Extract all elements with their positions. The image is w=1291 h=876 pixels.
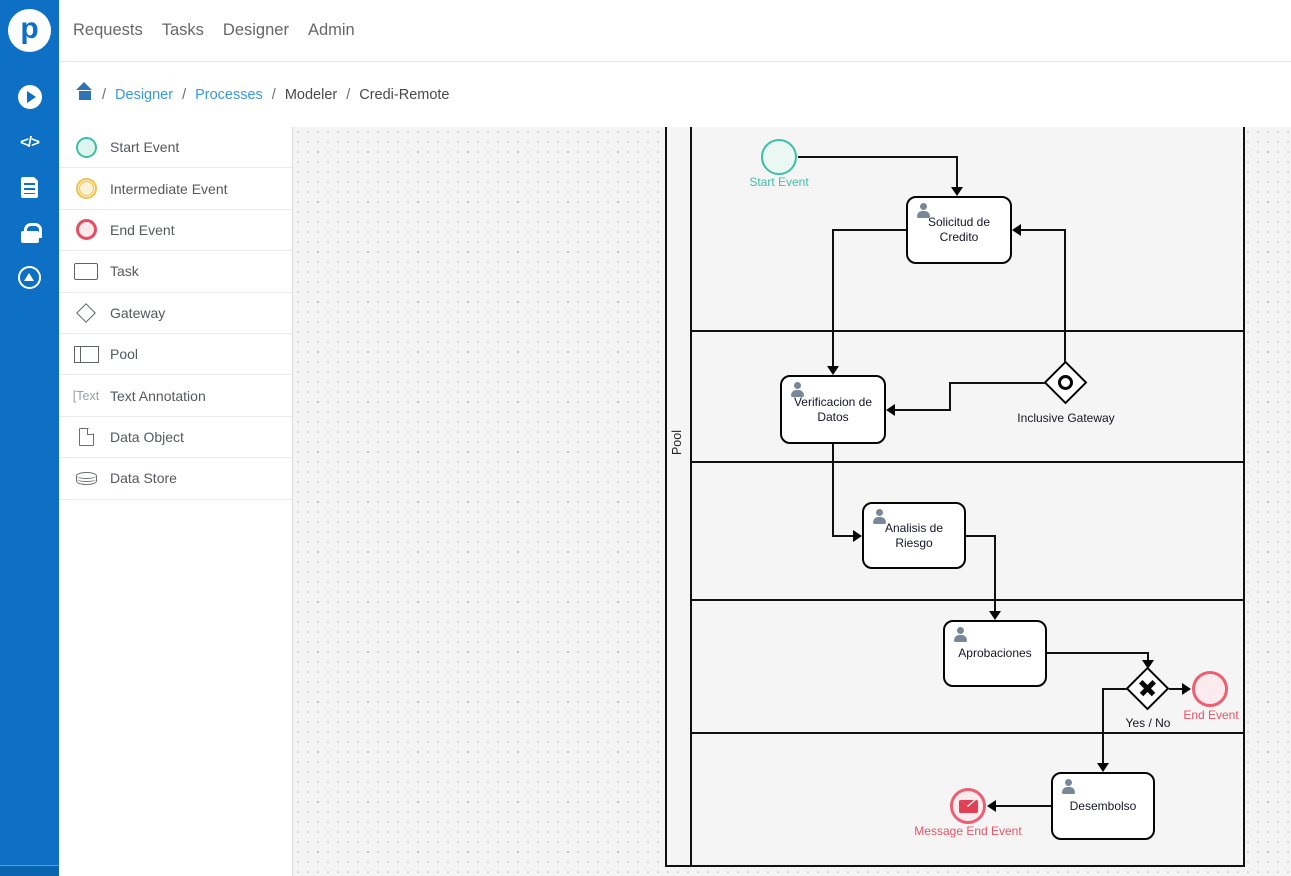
- inclusive-gateway-label: Inclusive Gateway: [1017, 411, 1115, 425]
- pool-label-band-divider: [690, 127, 692, 867]
- end-event-node[interactable]: [1192, 671, 1228, 707]
- palette-text-annotation[interactable]: [Text Text Annotation: [59, 375, 292, 417]
- code-icon[interactable]: </>: [20, 133, 40, 151]
- breadcrumb-separator: /: [182, 86, 187, 103]
- nav-designer[interactable]: Designer: [222, 21, 289, 39]
- rail-icon-list: </>: [0, 84, 59, 290]
- data-object-icon: [73, 427, 99, 446]
- message-end-event-label: Message End Event: [914, 824, 1022, 838]
- task-solicitud-de-credito[interactable]: Solicitud de Credito: [906, 196, 1012, 264]
- task-aprobaciones[interactable]: Aprobaciones: [943, 620, 1047, 687]
- logo-letter: p: [20, 11, 39, 45]
- user-task-icon: [916, 203, 931, 218]
- play-circle-icon[interactable]: [17, 84, 43, 110]
- breadcrumb-process-name: Credi-Remote: [359, 86, 450, 103]
- lane-divider[interactable]: [691, 599, 1245, 601]
- breadcrumb-separator: /: [102, 86, 107, 103]
- lane-divider[interactable]: [691, 330, 1245, 332]
- text-annotation-icon: [Text: [72, 388, 100, 403]
- start-event-node[interactable]: [761, 139, 797, 175]
- palette-task[interactable]: Task: [59, 251, 292, 293]
- end-event-label: End Event: [1183, 708, 1239, 722]
- processmaker-logo[interactable]: p: [8, 9, 51, 52]
- intermediate-event-icon: [73, 178, 99, 200]
- data-store-icon: [73, 471, 99, 485]
- task-icon: [73, 262, 99, 280]
- user-task-icon: [872, 509, 887, 524]
- breadcrumb: / Designer / Processes / Modeler / Credi…: [76, 81, 450, 103]
- shape-palette: Start Event Intermediate Event End Event…: [59, 127, 293, 876]
- palette-data-object[interactable]: Data Object: [59, 417, 292, 459]
- palette-start-event[interactable]: Start Event: [59, 127, 292, 169]
- palette-end-event[interactable]: End Event: [59, 210, 292, 252]
- breadcrumb-separator: /: [346, 86, 351, 103]
- circle-arrow-up-icon[interactable]: [17, 264, 43, 290]
- inclusive-gateway-marker: [1055, 371, 1077, 393]
- task-desembolso[interactable]: Desembolso: [1051, 772, 1155, 840]
- document-icon[interactable]: [17, 174, 43, 200]
- left-rail: p </>: [0, 0, 59, 876]
- user-task-icon: [953, 627, 968, 642]
- exclusive-gateway-label: Yes / No: [1125, 716, 1171, 730]
- task-verificacion-de-datos[interactable]: Verificacion de Datos: [780, 375, 886, 444]
- breadcrumb-designer[interactable]: Designer: [115, 86, 174, 103]
- user-task-icon: [1061, 779, 1076, 794]
- breadcrumb-modeler: Modeler: [284, 86, 338, 103]
- message-envelope-icon: [958, 799, 978, 813]
- modeler-canvas[interactable]: Pool: [293, 127, 1291, 876]
- palette-data-store[interactable]: Data Store: [59, 458, 292, 500]
- top-nav: Requests Tasks Designer Admin: [59, 0, 1291, 62]
- start-event-icon: [73, 136, 99, 158]
- user-task-icon: [790, 382, 805, 397]
- palette-gateway[interactable]: Gateway: [59, 293, 292, 334]
- pool-label: Pool: [670, 430, 684, 456]
- end-event-icon: [73, 219, 99, 241]
- gateway-icon: [73, 302, 99, 323]
- breadcrumb-separator: /: [271, 86, 276, 103]
- nav-admin[interactable]: Admin: [307, 21, 355, 39]
- breadcrumb-processes[interactable]: Processes: [195, 86, 263, 103]
- lane-divider[interactable]: [691, 732, 1245, 734]
- pool-icon: [73, 345, 99, 363]
- palette-pool[interactable]: Pool: [59, 334, 292, 376]
- home-icon[interactable]: [76, 81, 93, 103]
- nav-tasks[interactable]: Tasks: [161, 21, 204, 39]
- nav-requests[interactable]: Requests: [73, 21, 143, 39]
- lane-divider[interactable]: [691, 461, 1245, 463]
- palette-intermediate-event[interactable]: Intermediate Event: [59, 168, 292, 210]
- task-analisis-de-riesgo[interactable]: Analisis de Riesgo: [862, 502, 966, 569]
- start-event-label: Start Event: [749, 175, 809, 189]
- rail-footer: [0, 865, 59, 876]
- breadcrumb-bar: / Designer / Processes / Modeler / Credi…: [59, 62, 1291, 127]
- lock-icon[interactable]: [17, 219, 43, 245]
- message-end-event-node[interactable]: [950, 788, 986, 824]
